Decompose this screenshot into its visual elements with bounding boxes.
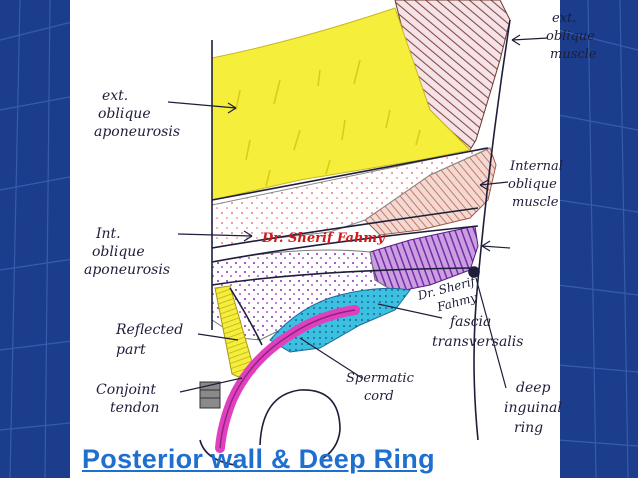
arrow-deep-ring [475, 277, 507, 389]
label-deep-inguinal-ring: deep inguinal ring [504, 380, 566, 436]
thigh-outline [259, 389, 341, 461]
label-ext-oblique-muscle: ext. oblique muscle [546, 11, 599, 62]
arrow-ext-oblique-muscle [511, 37, 549, 41]
arrow-reflected [197, 333, 239, 341]
arrow-int-oblique-aponeurosis [177, 233, 253, 237]
fascia-transversalis-region [269, 287, 411, 353]
right-blue-panel [558, 0, 638, 478]
pubic-tubercle [199, 381, 221, 409]
label-spermatic-cord: Spermatic cord [346, 371, 418, 404]
left-blue-panel [0, 0, 80, 478]
label-int-oblique-aponeurosis: Int. oblique aponeurosis [84, 226, 170, 278]
arrow-ext-oblique-aponeurosis [167, 101, 237, 109]
arrow-conjoint [179, 377, 243, 393]
int-oblique-aponeurosis-region [211, 147, 491, 249]
arrow-purple-band [481, 245, 511, 249]
watermark: Dr. Sherif Fahmy [261, 231, 386, 246]
right-boundary-line [473, 19, 511, 441]
label-fascia-transversalis: fascia transversalis [432, 314, 523, 350]
label-internal-oblique-muscle: Internal oblique muscle [508, 159, 567, 210]
deep-ring-node [468, 266, 480, 278]
label-ext-oblique-aponeurosis: ext. oblique aponeurosis [94, 88, 180, 140]
arrow-fascia [377, 303, 443, 319]
label-reflected-part: Reflected part [115, 322, 188, 358]
ext-oblique-aponeurosis-region [211, 7, 472, 201]
label-conjoint-tendon: Conjoint tendon [96, 382, 161, 416]
arrow-internal-oblique [479, 181, 509, 186]
slide-title: Posterior wall & Deep Ring [82, 444, 435, 474]
arrow-spermatic [299, 337, 363, 379]
